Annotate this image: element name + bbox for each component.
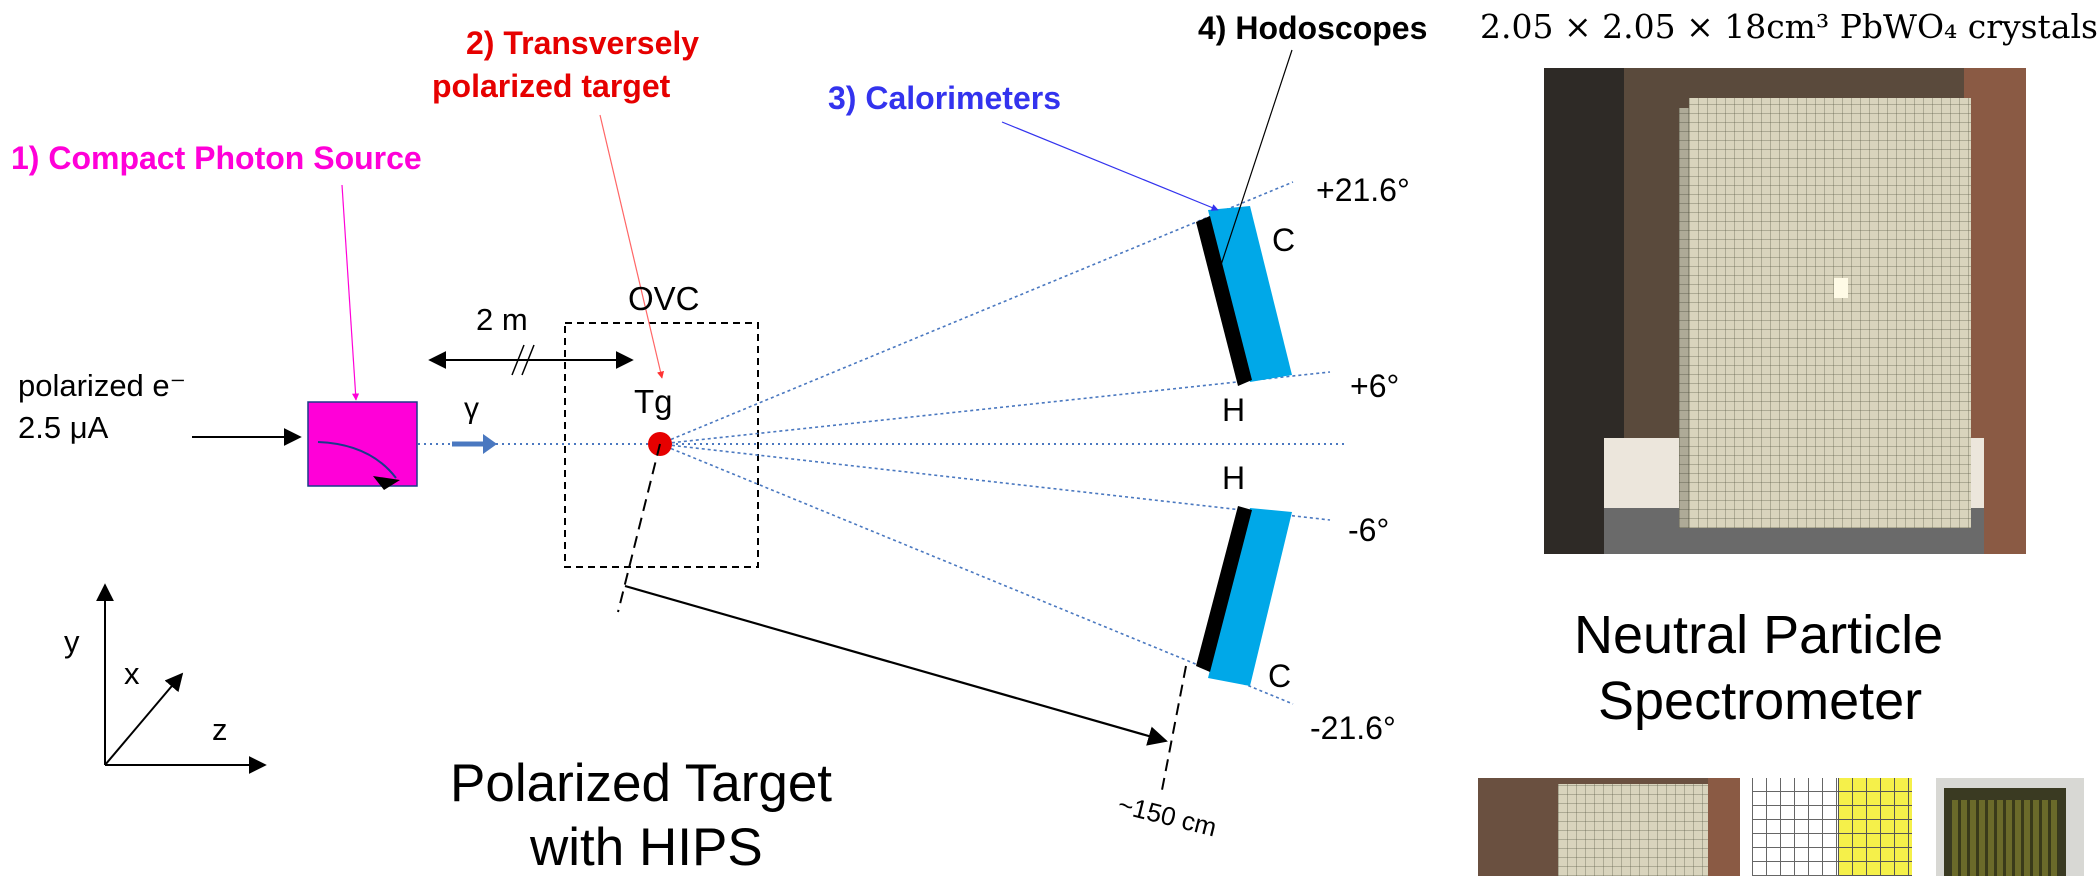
crystal-spec-label: 2.05 × 2.05 × 18cm³ PbWO₄ crystals — [1480, 7, 2098, 46]
calorimeter-pointer — [1001, 121, 1219, 211]
ovc-label: OVC — [628, 280, 700, 317]
hodoscope-top — [1196, 216, 1252, 386]
calorimeter-letter-bottom: C — [1268, 658, 1292, 694]
compact-photon-source-title: 1) Compact Photon Source — [11, 140, 422, 176]
caption-right-line1: Neutral Particle — [1574, 605, 1944, 665]
beam-label-line2: 2.5 μA — [18, 410, 109, 445]
target-pointer — [599, 114, 665, 379]
distance-break-mark — [521, 344, 535, 376]
hodoscope-pointer — [1219, 49, 1293, 269]
ovc-box — [564, 322, 759, 568]
calorimeter-bottom — [1208, 508, 1292, 686]
thumbnail-grid-sheet — [1752, 778, 1912, 876]
caption-right-line2: Spectrometer — [1598, 671, 1923, 731]
hodoscope-bottom — [1196, 506, 1252, 672]
cone-line-plus-21 — [659, 181, 1294, 445]
axis-x-line — [104, 672, 184, 766]
distance-150-arrow — [624, 584, 1168, 746]
caption-left-line1: Polarized Target — [450, 754, 833, 813]
gamma-label: γ — [464, 392, 479, 425]
hodoscopes-title: 4) Hodoscopes — [1198, 10, 1428, 46]
gamma-arrowhead — [483, 434, 497, 454]
distance-label: 2 m — [476, 302, 528, 337]
hodoscope-letter-bottom: H — [1222, 460, 1246, 496]
axis-x-label: x — [124, 656, 140, 691]
polarized-target-title-line2: polarized target — [432, 68, 671, 104]
calorimeter-letter-top: C — [1272, 222, 1296, 258]
polarized-target-title-line1: 2) Transversely — [466, 25, 700, 61]
distance-break-mark — [511, 344, 525, 376]
photon-source-pointer — [341, 184, 360, 401]
photon-source-curve-arrow — [373, 476, 400, 490]
calorimeter-axis-dashed — [1161, 665, 1187, 791]
calorimeters-title: 3) Calorimeters — [828, 80, 1061, 116]
photon-source-curve — [317, 441, 397, 479]
thumbnail-photo-3 — [1936, 778, 2084, 876]
angle-label-minus-21: -21.6° — [1310, 710, 1396, 746]
caption-left-line2: with HIPS — [530, 818, 763, 877]
angle-label-plus-6: +6° — [1350, 368, 1400, 404]
crystal-array-photo — [1544, 68, 2026, 554]
beam-label-line1: polarized e⁻ — [18, 368, 187, 403]
photon-source-box — [307, 401, 418, 487]
calorimeter-top — [1208, 206, 1292, 382]
acceptance-lines — [659, 181, 1331, 705]
cone-line-minus-21 — [659, 443, 1294, 705]
hodoscope-letter-top: H — [1222, 392, 1246, 428]
thumbnail-photo-1 — [1478, 778, 1740, 876]
angle-label-minus-6: -6° — [1348, 512, 1390, 548]
cone-line-minus-6 — [659, 443, 1331, 521]
axis-y-label: y — [64, 624, 80, 659]
target-axis-dashed — [617, 443, 661, 613]
cone-line-plus-6 — [659, 371, 1331, 445]
angle-label-plus-21: +21.6° — [1316, 172, 1410, 208]
target-label: Tg — [634, 383, 673, 420]
axis-z-label: z — [212, 712, 228, 747]
